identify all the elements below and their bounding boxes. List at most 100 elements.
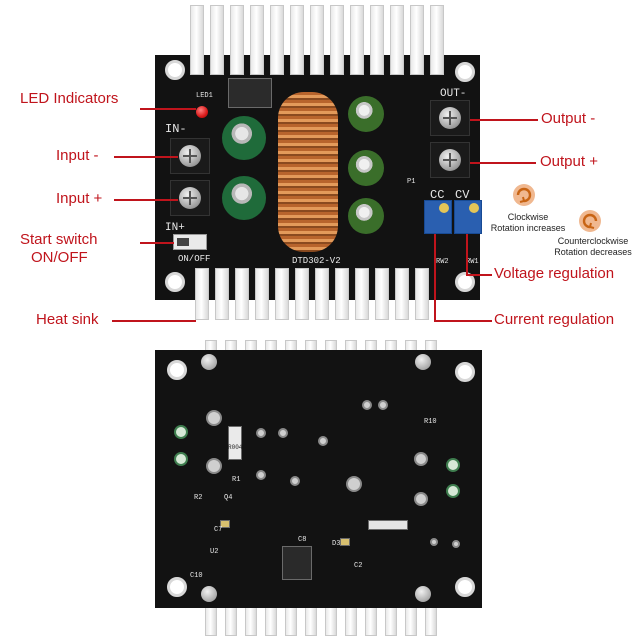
output-minus-label: Output - [541, 110, 596, 127]
counterclockwise-note-line2: Rotation decreases [554, 246, 632, 257]
led-indicator [196, 106, 208, 118]
start-switch[interactable] [173, 234, 207, 250]
input-minus-line [114, 156, 178, 158]
solder-pad [206, 410, 222, 426]
pcb-in-plus: IN+ [165, 222, 185, 234]
pcb-r10: R10 [424, 418, 437, 426]
output-minus-line [470, 119, 538, 121]
solder-pad [452, 540, 460, 548]
start-switch-label-line2: ON/OFF [31, 249, 88, 266]
capacitor [222, 176, 266, 220]
pcb-on-off: ON/OFF [178, 254, 211, 264]
mounting-hole [167, 360, 187, 380]
heat-sink-line [112, 320, 196, 322]
bottom-board [155, 350, 482, 608]
pcb-out-minus: OUT- [440, 88, 467, 100]
current-regulation-line-v [434, 234, 436, 322]
input-plus-line [114, 199, 178, 201]
smd-part [220, 520, 230, 528]
start-switch-line [140, 242, 174, 244]
output-plus-line [470, 162, 536, 164]
current-regulation-line-h [434, 320, 492, 322]
input-minus-label: Input - [56, 147, 99, 164]
counterclockwise-rotation-icon [579, 210, 601, 232]
solder-pad [378, 400, 388, 410]
solder-pad [174, 425, 188, 439]
input-plus-terminal [170, 180, 210, 216]
output-plus-label: Output + [540, 153, 598, 170]
heat-sink-label: Heat sink [36, 311, 99, 328]
pcb-u2: U2 [210, 548, 219, 556]
solder-pad [290, 476, 300, 486]
start-switch-label-line1: Start switch [20, 231, 98, 248]
solder-pad [318, 436, 328, 446]
pcb-r004: R004 [228, 444, 243, 451]
pcb-rw2: RW2 [436, 258, 449, 266]
solder-pad [346, 476, 362, 492]
pcb-c10: C10 [190, 572, 203, 580]
pcb-led1: LED1 [196, 92, 213, 100]
mounting-hole [455, 272, 475, 292]
output-minus-terminal [430, 100, 470, 136]
pcb-d3: D3 [332, 540, 341, 548]
pcb-cv: CV [455, 188, 470, 202]
pcb-cc: CC [430, 188, 445, 202]
counterclockwise-note: Counterclockwise Rotation decreases [548, 236, 638, 258]
mounting-hole [165, 272, 185, 292]
ic-chip [282, 546, 312, 580]
screw-icon [201, 354, 217, 370]
mounting-hole [167, 577, 187, 597]
mounting-hole [455, 577, 475, 597]
output-plus-terminal [430, 142, 470, 178]
solder-pad [414, 492, 428, 506]
voltage-regulation-label: Voltage regulation [494, 265, 615, 282]
solder-pad [256, 428, 266, 438]
shunt-resistor [228, 426, 242, 460]
capacitor [348, 96, 384, 132]
solder-pad [414, 452, 428, 466]
clockwise-rotation-icon [513, 184, 535, 206]
voltage-regulation-line-h [466, 274, 492, 276]
clockwise-note-line2: Rotation increases [490, 222, 566, 233]
solder-pad [430, 538, 438, 546]
solder-pad [206, 458, 222, 474]
voltage-regulation-pot[interactable] [454, 200, 482, 234]
solder-pad [174, 452, 188, 466]
input-plus-label: Input + [56, 190, 103, 207]
mosfet [228, 78, 272, 108]
clockwise-note: Clockwise Rotation increases [488, 212, 568, 234]
led-indicators-label: LED Indicators [20, 90, 119, 107]
pcb-r1: R1 [232, 476, 241, 484]
pcb-p1: P1 [407, 178, 416, 186]
current-regulation-pot[interactable] [424, 200, 452, 234]
screw-icon [415, 586, 431, 602]
solder-pad [446, 458, 460, 472]
mounting-hole [455, 362, 475, 382]
pcb-c2: C2 [354, 562, 363, 570]
current-regulation-label: Current regulation [494, 311, 615, 328]
start-switch-label: Start switch ON/OFF [20, 231, 98, 267]
solder-pad [256, 470, 266, 480]
led-indicators-line [140, 108, 196, 110]
pcb-in-minus: IN- [165, 122, 187, 136]
mounting-hole [165, 60, 185, 80]
capacitor [222, 116, 266, 160]
solder-pad [278, 428, 288, 438]
pcb-c8: C8 [298, 536, 307, 544]
inductor-coil [278, 92, 338, 252]
screw-icon [415, 354, 431, 370]
clockwise-note-line1: Clockwise [507, 212, 549, 222]
smd-part [368, 520, 408, 530]
pcb-model: DTD302-V2 [292, 256, 341, 266]
pcb-rw1: RW1 [466, 258, 479, 266]
mounting-hole [455, 62, 475, 82]
pcb-c7: C7 [214, 526, 223, 534]
smd-part [340, 538, 350, 546]
screw-icon [201, 586, 217, 602]
capacitor [348, 198, 384, 234]
pcb-q4: Q4 [224, 494, 233, 502]
pcb-r2: R2 [194, 494, 203, 502]
counterclockwise-note-line1: Counterclockwise [557, 236, 629, 246]
solder-pad [446, 484, 460, 498]
voltage-regulation-line-v [466, 234, 468, 276]
